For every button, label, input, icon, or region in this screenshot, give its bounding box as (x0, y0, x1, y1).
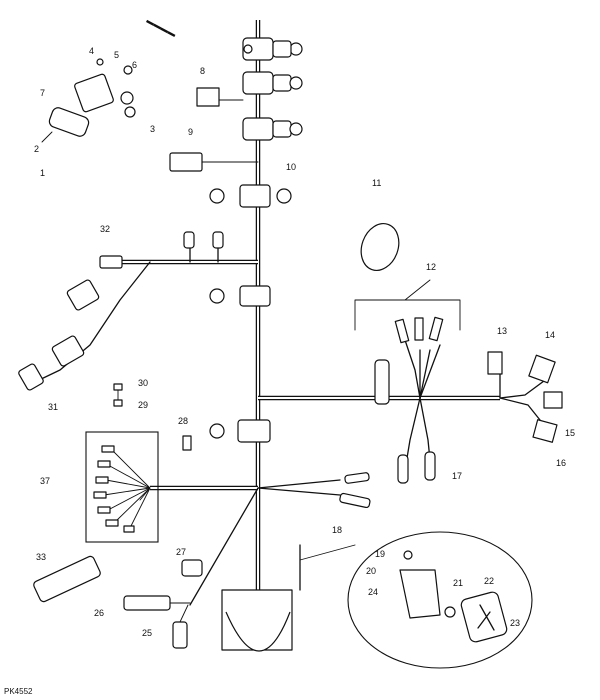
callout-6: 6 (132, 60, 137, 70)
callout-14: 14 (545, 330, 555, 340)
callout-22: 22 (484, 576, 494, 586)
callout-35: 35 (58, 292, 68, 302)
callout-34: 34 (260, 372, 270, 382)
callout-32: 32 (100, 224, 110, 234)
callout-26: 26 (94, 608, 104, 618)
callout-2: 2 (34, 144, 39, 154)
callout-20: 20 (366, 566, 376, 576)
callout-15: 15 (565, 428, 575, 438)
connector-16 (532, 419, 558, 443)
callout-4: 4 (89, 46, 94, 56)
left-side-connectors (18, 231, 224, 391)
lower-connector (209, 419, 271, 443)
connector-10 (209, 184, 292, 208)
callout-30: 30 (138, 378, 148, 388)
connector-9 (169, 152, 259, 172)
connector-14 (528, 354, 556, 384)
callout-28: 28 (178, 416, 188, 426)
callout-13: 13 (497, 326, 507, 336)
top-connector-2 (242, 71, 303, 95)
switch-assembly (41, 58, 136, 143)
figure-code: PK4552 (4, 687, 33, 696)
grommet-11 (360, 223, 400, 271)
switch-33 (33, 555, 101, 603)
callout-29: 29 (138, 400, 148, 410)
callout-23: 23 (510, 618, 520, 628)
callout-10: 10 (286, 162, 296, 172)
callout-7: 7 (40, 88, 45, 98)
terminal-bundle-12 (354, 279, 461, 405)
harness-marking-top: ▬▬▬▬ (145, 16, 177, 39)
connector-27 (181, 559, 203, 577)
callout-27: 27 (176, 547, 186, 557)
callout-9: 9 (188, 127, 193, 137)
left-lower-branch (150, 479, 341, 606)
screw-29-30 (113, 383, 123, 407)
callout-25: 25 (142, 628, 152, 638)
detail-view (299, 531, 533, 669)
callout-33: 33 (36, 552, 46, 562)
callout-12: 12 (426, 262, 436, 272)
right-branch-harness (258, 339, 549, 471)
relay-8 (196, 87, 244, 107)
top-connector-3 (242, 117, 303, 141)
callout-5: 5 (114, 50, 119, 60)
callout-19: 19 (375, 549, 385, 559)
connector-13 (487, 351, 503, 375)
connector-15 (543, 391, 563, 409)
callout-16: 16 (556, 458, 566, 468)
left-upper-branch (34, 239, 258, 383)
callout-18: 18 (332, 525, 342, 535)
terminal-25 (172, 604, 189, 649)
plug-18 (339, 492, 371, 509)
callout-1: 1 (40, 168, 45, 178)
plug-17 (344, 451, 436, 484)
callout-31: 31 (48, 402, 58, 412)
top-connector-1 (242, 37, 303, 61)
mid-connector (209, 285, 271, 307)
plug-26 (123, 595, 191, 611)
callout-36: 36 (62, 432, 72, 442)
callout-17: 17 (452, 471, 462, 481)
callout-21: 21 (453, 578, 463, 588)
svg-text:▬▬▬▬: ▬▬▬▬ (145, 16, 177, 39)
control-unit (221, 544, 301, 652)
callout-8: 8 (200, 66, 205, 76)
callout-37: 37 (40, 476, 50, 486)
callout-11: 11 (372, 178, 381, 188)
connector-box-37 (85, 431, 159, 543)
fuse-28 (182, 435, 192, 451)
callout-3: 3 (150, 124, 155, 134)
callout-24: 24 (368, 587, 378, 597)
